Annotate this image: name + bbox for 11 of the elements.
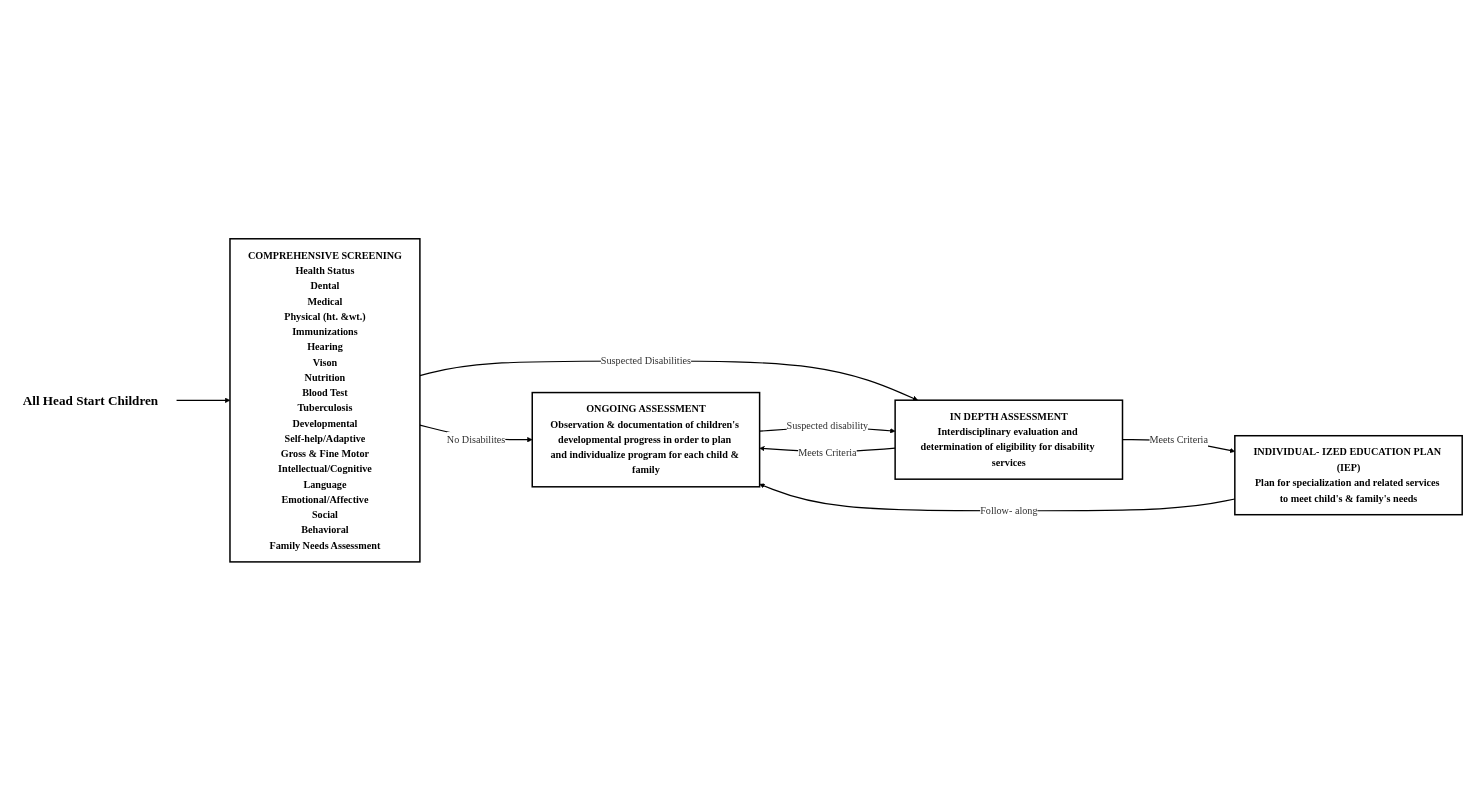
node-box: IN DEPTH ASSESSMENT Interdisciplinary evaluation and determination of eligibility for disability services bbox=[894, 399, 1124, 480]
edge-label: No Disabilites bbox=[446, 433, 506, 445]
edge-label: Follow- along bbox=[980, 504, 1038, 516]
edge-label: Suspected disability bbox=[786, 419, 869, 432]
node-box: INDIVIDUAL- IZED EDUCATION PLAN (IEP) Plan for specialization and related services to meet child's & family's needs bbox=[1234, 434, 1463, 516]
node-text: All Head Start Children bbox=[22, 392, 159, 408]
node-box: COMPREHENSIVE SCREENING Health Status Dental Medical Physical (ht. &wt.) Immunizations Hearing Vison Nutrition Blood Test Tuberculosis Developmental Self-help/Adaptive Gross & Fine Motor Intellectual/Cognitive Language Emotional/Affective Social Behavioral Family Needs Assessment bbox=[229, 237, 421, 563]
edge-label: Meets Criteria bbox=[1149, 433, 1208, 445]
edge-label: Meets Criteria bbox=[798, 447, 857, 459]
edge-label: Suspected Disabilities bbox=[600, 354, 691, 367]
node-box: ONGOING ASSESSMENT Observation & documentation of children's developmental progress in order to plan and individualize program for each child & family bbox=[531, 391, 761, 488]
